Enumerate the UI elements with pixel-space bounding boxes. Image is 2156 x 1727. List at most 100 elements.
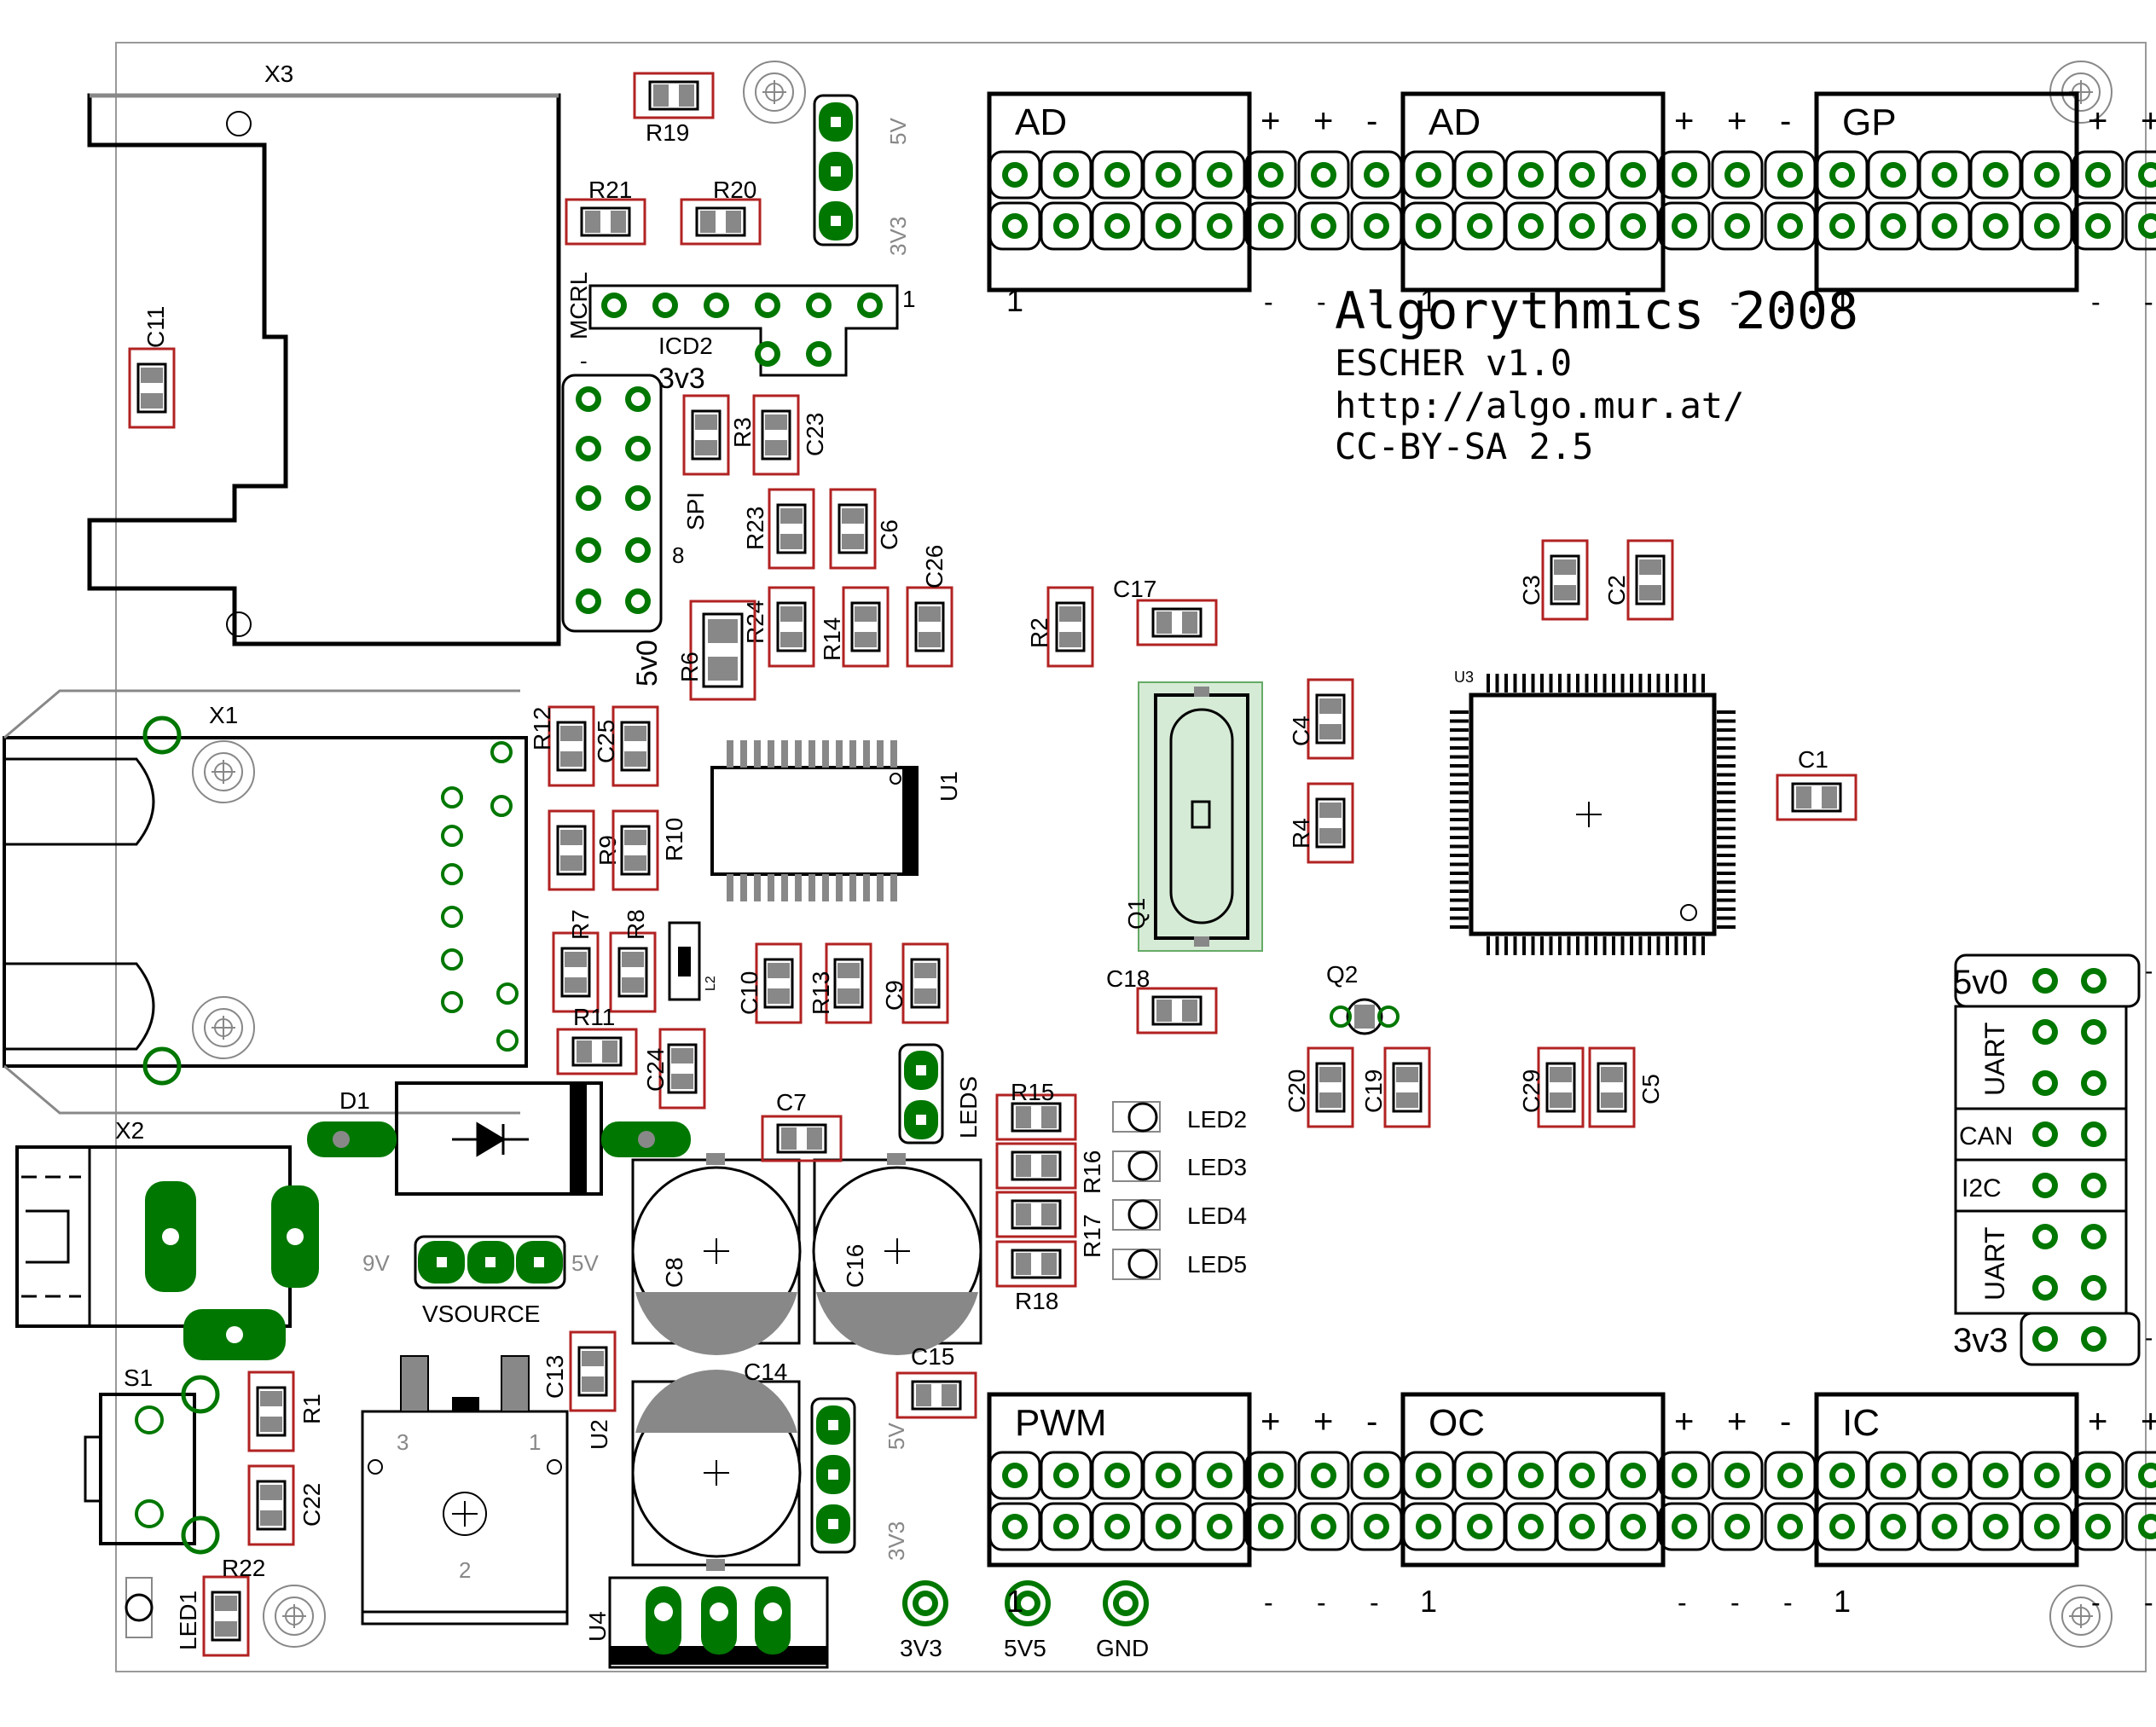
tp-5v5-label: 5V5 bbox=[1004, 1635, 1046, 1661]
bottom-header-1[interactable]: OC+-+---1 bbox=[1400, 1392, 1817, 1619]
c17-part: C17 bbox=[1113, 576, 1218, 646]
r11-part: R11 bbox=[556, 1004, 638, 1075]
r18-part: R18 bbox=[995, 1240, 1077, 1314]
top-header-1[interactable]: AD+-+---1 bbox=[1400, 91, 1817, 318]
board-outline bbox=[115, 42, 2147, 1672]
c8-electrolytic: C8 bbox=[631, 1153, 802, 1355]
top-header-label: GP bbox=[1842, 101, 1897, 143]
top-pin1-label: 1 bbox=[1834, 283, 1851, 318]
c3-part: C3 bbox=[1518, 539, 1589, 621]
top-power-sign: - bbox=[1366, 102, 1377, 140]
bottom-pin1-label: 1 bbox=[1834, 1584, 1851, 1619]
test-point-gnd[interactable]: GND bbox=[1096, 1580, 1149, 1661]
led4-label: LED4 bbox=[1187, 1203, 1247, 1229]
led5-part: LED5 bbox=[1112, 1249, 1247, 1280]
c17-label: C17 bbox=[1113, 576, 1156, 602]
test-point-3v3[interactable]: 3V3 bbox=[900, 1580, 948, 1661]
u4-label: U4 bbox=[584, 1611, 611, 1642]
top-power-sign: + bbox=[2088, 102, 2107, 140]
c15-label: C15 bbox=[911, 1343, 954, 1370]
mounting-hole-icon bbox=[263, 1585, 326, 1648]
r6-label: R6 bbox=[676, 652, 703, 682]
r17-part: R17 bbox=[995, 1191, 1105, 1258]
c5-label: C5 bbox=[1637, 1074, 1664, 1104]
c7-label: C7 bbox=[776, 1089, 807, 1116]
top-power-sign: + bbox=[1261, 102, 1280, 140]
vsource-5v-label: 5V bbox=[571, 1250, 599, 1276]
c13-part: C13 bbox=[542, 1330, 617, 1412]
led2-part: LED2 bbox=[1112, 1101, 1247, 1133]
c1-part: C1 bbox=[1776, 746, 1858, 821]
lower-jumper-5v-label: 5V bbox=[884, 1423, 909, 1450]
bottom-power-sign: + bbox=[1727, 1403, 1747, 1440]
c13-label: C13 bbox=[542, 1355, 568, 1399]
led5-label: LED5 bbox=[1187, 1251, 1247, 1278]
c25-label: C25 bbox=[593, 720, 619, 763]
c20-label: C20 bbox=[1284, 1069, 1310, 1113]
top-header-2[interactable]: GP+-+-1 bbox=[1814, 91, 2156, 318]
led1-label: LED1 bbox=[175, 1591, 201, 1650]
x3-label: X3 bbox=[264, 61, 293, 87]
vsource-label: VSOURCE bbox=[422, 1301, 540, 1327]
led4-part: LED4 bbox=[1112, 1199, 1247, 1231]
leds-jumper[interactable]: LEDS bbox=[898, 1043, 982, 1145]
bottom-power-sign: + bbox=[1261, 1403, 1280, 1440]
c11-label: C11 bbox=[142, 306, 169, 348]
r4-part: R4 bbox=[1288, 782, 1354, 864]
c22-part: C22 bbox=[247, 1464, 325, 1546]
upper-jumper-5v-label: 5V bbox=[885, 118, 911, 145]
bottom-header-0[interactable]: PWM+-+---1 bbox=[987, 1392, 1403, 1619]
r22-label: R22 bbox=[222, 1555, 265, 1581]
s1-switch[interactable]: S1 bbox=[84, 1365, 220, 1555]
x2-dc-jack: X2 bbox=[15, 1117, 319, 1360]
c8-label: C8 bbox=[661, 1257, 687, 1288]
c9-part: C9 bbox=[881, 942, 949, 1024]
r12-part: R12 bbox=[529, 705, 595, 787]
top-header-label: AD bbox=[1429, 101, 1481, 143]
u2-pin2-label: 2 bbox=[459, 1557, 471, 1583]
spi-3v3-label: 3v3 bbox=[658, 362, 705, 395]
test-point-5v5[interactable]: 5V5 bbox=[1004, 1580, 1051, 1661]
top-power-sign: + bbox=[1727, 102, 1747, 140]
r11-label: R11 bbox=[573, 1004, 615, 1030]
top-power-sign: + bbox=[2141, 102, 2156, 140]
c16-label: C16 bbox=[842, 1244, 868, 1288]
r3-label: R3 bbox=[729, 417, 756, 448]
vsource-jumper[interactable]: 9V 5V VSOURCE bbox=[362, 1235, 599, 1327]
r2-part: R2 bbox=[1026, 586, 1094, 668]
u2-pin3-label: 3 bbox=[397, 1429, 409, 1455]
x2-label: X2 bbox=[115, 1117, 144, 1144]
u1-chip: U1 bbox=[710, 740, 962, 901]
top-pin1-label: 1 bbox=[1006, 283, 1023, 318]
icd2-label: ICD2 bbox=[658, 333, 713, 359]
spi-header[interactable]: 3v3 SPI 8 5v0 - bbox=[561, 348, 709, 687]
right-connector[interactable]: 5v0 3v3 UART CAN I2C UART - - bbox=[1953, 953, 2153, 1366]
c14-label: C14 bbox=[744, 1359, 787, 1385]
r13-label: R13 bbox=[808, 971, 834, 1015]
lower-voltage-jumper[interactable]: 5V 3V3 bbox=[810, 1397, 909, 1561]
u3-mcu: U3 bbox=[1450, 669, 1736, 955]
r8-label: R8 bbox=[623, 909, 649, 940]
upper-voltage-jumper[interactable]: 5V 3V3 bbox=[813, 94, 911, 256]
r19-part: R19 bbox=[633, 72, 715, 146]
c19-part: C19 bbox=[1360, 1046, 1431, 1128]
c10-part: C10 bbox=[736, 942, 803, 1024]
r22-part: R22 bbox=[202, 1555, 265, 1657]
icd2-header[interactable]: MCRL ICD2 1 bbox=[565, 272, 916, 377]
c15-part: C15 bbox=[895, 1343, 977, 1419]
led3-part: LED3 bbox=[1112, 1150, 1247, 1182]
u2-regulator: 3 1 2 U2 bbox=[361, 1355, 612, 1626]
bottom-power-sign: + bbox=[2141, 1403, 2156, 1440]
c29-part: C29 bbox=[1518, 1046, 1585, 1128]
top-minus-sign: - bbox=[1730, 287, 1740, 317]
r13-part: R13 bbox=[808, 942, 872, 1024]
r9-part: R9 bbox=[548, 809, 621, 891]
x3-sd-socket: X3 bbox=[87, 61, 561, 646]
c29-label: C29 bbox=[1518, 1069, 1545, 1113]
top-header-0[interactable]: AD+-+---1 bbox=[987, 91, 1403, 318]
top-header-label: AD bbox=[1015, 101, 1067, 143]
c6-label: C6 bbox=[876, 519, 902, 550]
top-minus-sign: - bbox=[1783, 287, 1793, 317]
bottom-header-2[interactable]: IC+-+-1 bbox=[1814, 1392, 2156, 1619]
r7-label: R7 bbox=[567, 909, 594, 940]
